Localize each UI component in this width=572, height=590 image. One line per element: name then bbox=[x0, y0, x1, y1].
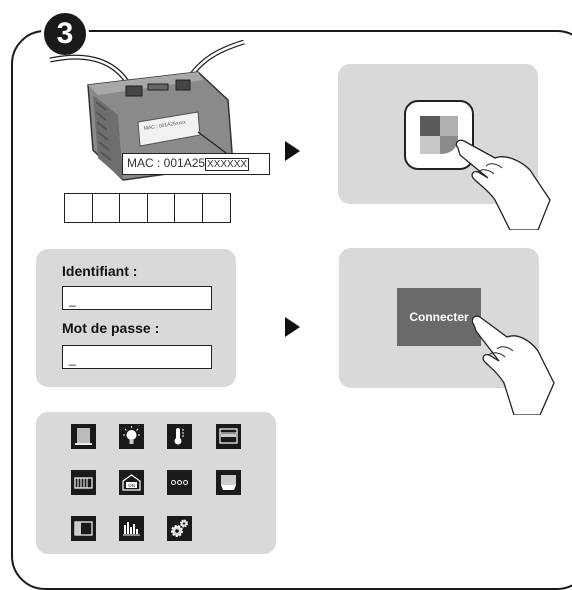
shutter-icon[interactable] bbox=[71, 424, 96, 449]
door-icon[interactable] bbox=[71, 516, 96, 541]
username-field[interactable]: _ bbox=[62, 286, 212, 310]
roller-screen-icon[interactable] bbox=[216, 470, 241, 495]
gate-icon[interactable] bbox=[71, 470, 96, 495]
code-box[interactable] bbox=[174, 193, 203, 223]
code-box[interactable] bbox=[91, 193, 121, 223]
code-box[interactable] bbox=[146, 193, 176, 223]
thermometer-icon[interactable] bbox=[167, 424, 192, 449]
code-entry-boxes bbox=[64, 193, 231, 223]
mac-prefix: MAC : 001A25 bbox=[127, 156, 206, 170]
mac-suffix-placeholder: XXXXXX bbox=[205, 158, 250, 171]
login-panel: Identifiant : _ Mot de passe : _ bbox=[36, 249, 236, 387]
password-field[interactable]: _ bbox=[62, 345, 212, 369]
pointing-hand-icon bbox=[455, 139, 551, 230]
app-tiles-panel: ON bbox=[36, 412, 276, 554]
code-box[interactable] bbox=[119, 193, 148, 223]
svg-text:ON: ON bbox=[128, 483, 135, 488]
connect-button[interactable]: Connecter bbox=[397, 288, 481, 346]
arrow-right-icon bbox=[285, 317, 300, 337]
code-box[interactable] bbox=[201, 193, 231, 223]
username-label: Identifiant : bbox=[62, 263, 138, 279]
garage-on-icon[interactable]: ON bbox=[119, 470, 144, 495]
code-box[interactable] bbox=[64, 193, 93, 223]
arrow-right-icon bbox=[285, 141, 300, 161]
password-label: Mot de passe : bbox=[62, 320, 160, 336]
pointing-hand-icon bbox=[471, 315, 555, 415]
step-number-badge: 3 bbox=[41, 10, 89, 58]
statistics-icon[interactable] bbox=[119, 516, 144, 541]
awning-icon[interactable] bbox=[216, 424, 241, 449]
app-logo-icon bbox=[420, 116, 458, 154]
settings-icon[interactable] bbox=[167, 516, 192, 541]
app-icon[interactable] bbox=[404, 100, 474, 170]
lightbulb-icon[interactable] bbox=[119, 424, 144, 449]
more-icon[interactable] bbox=[167, 470, 192, 495]
